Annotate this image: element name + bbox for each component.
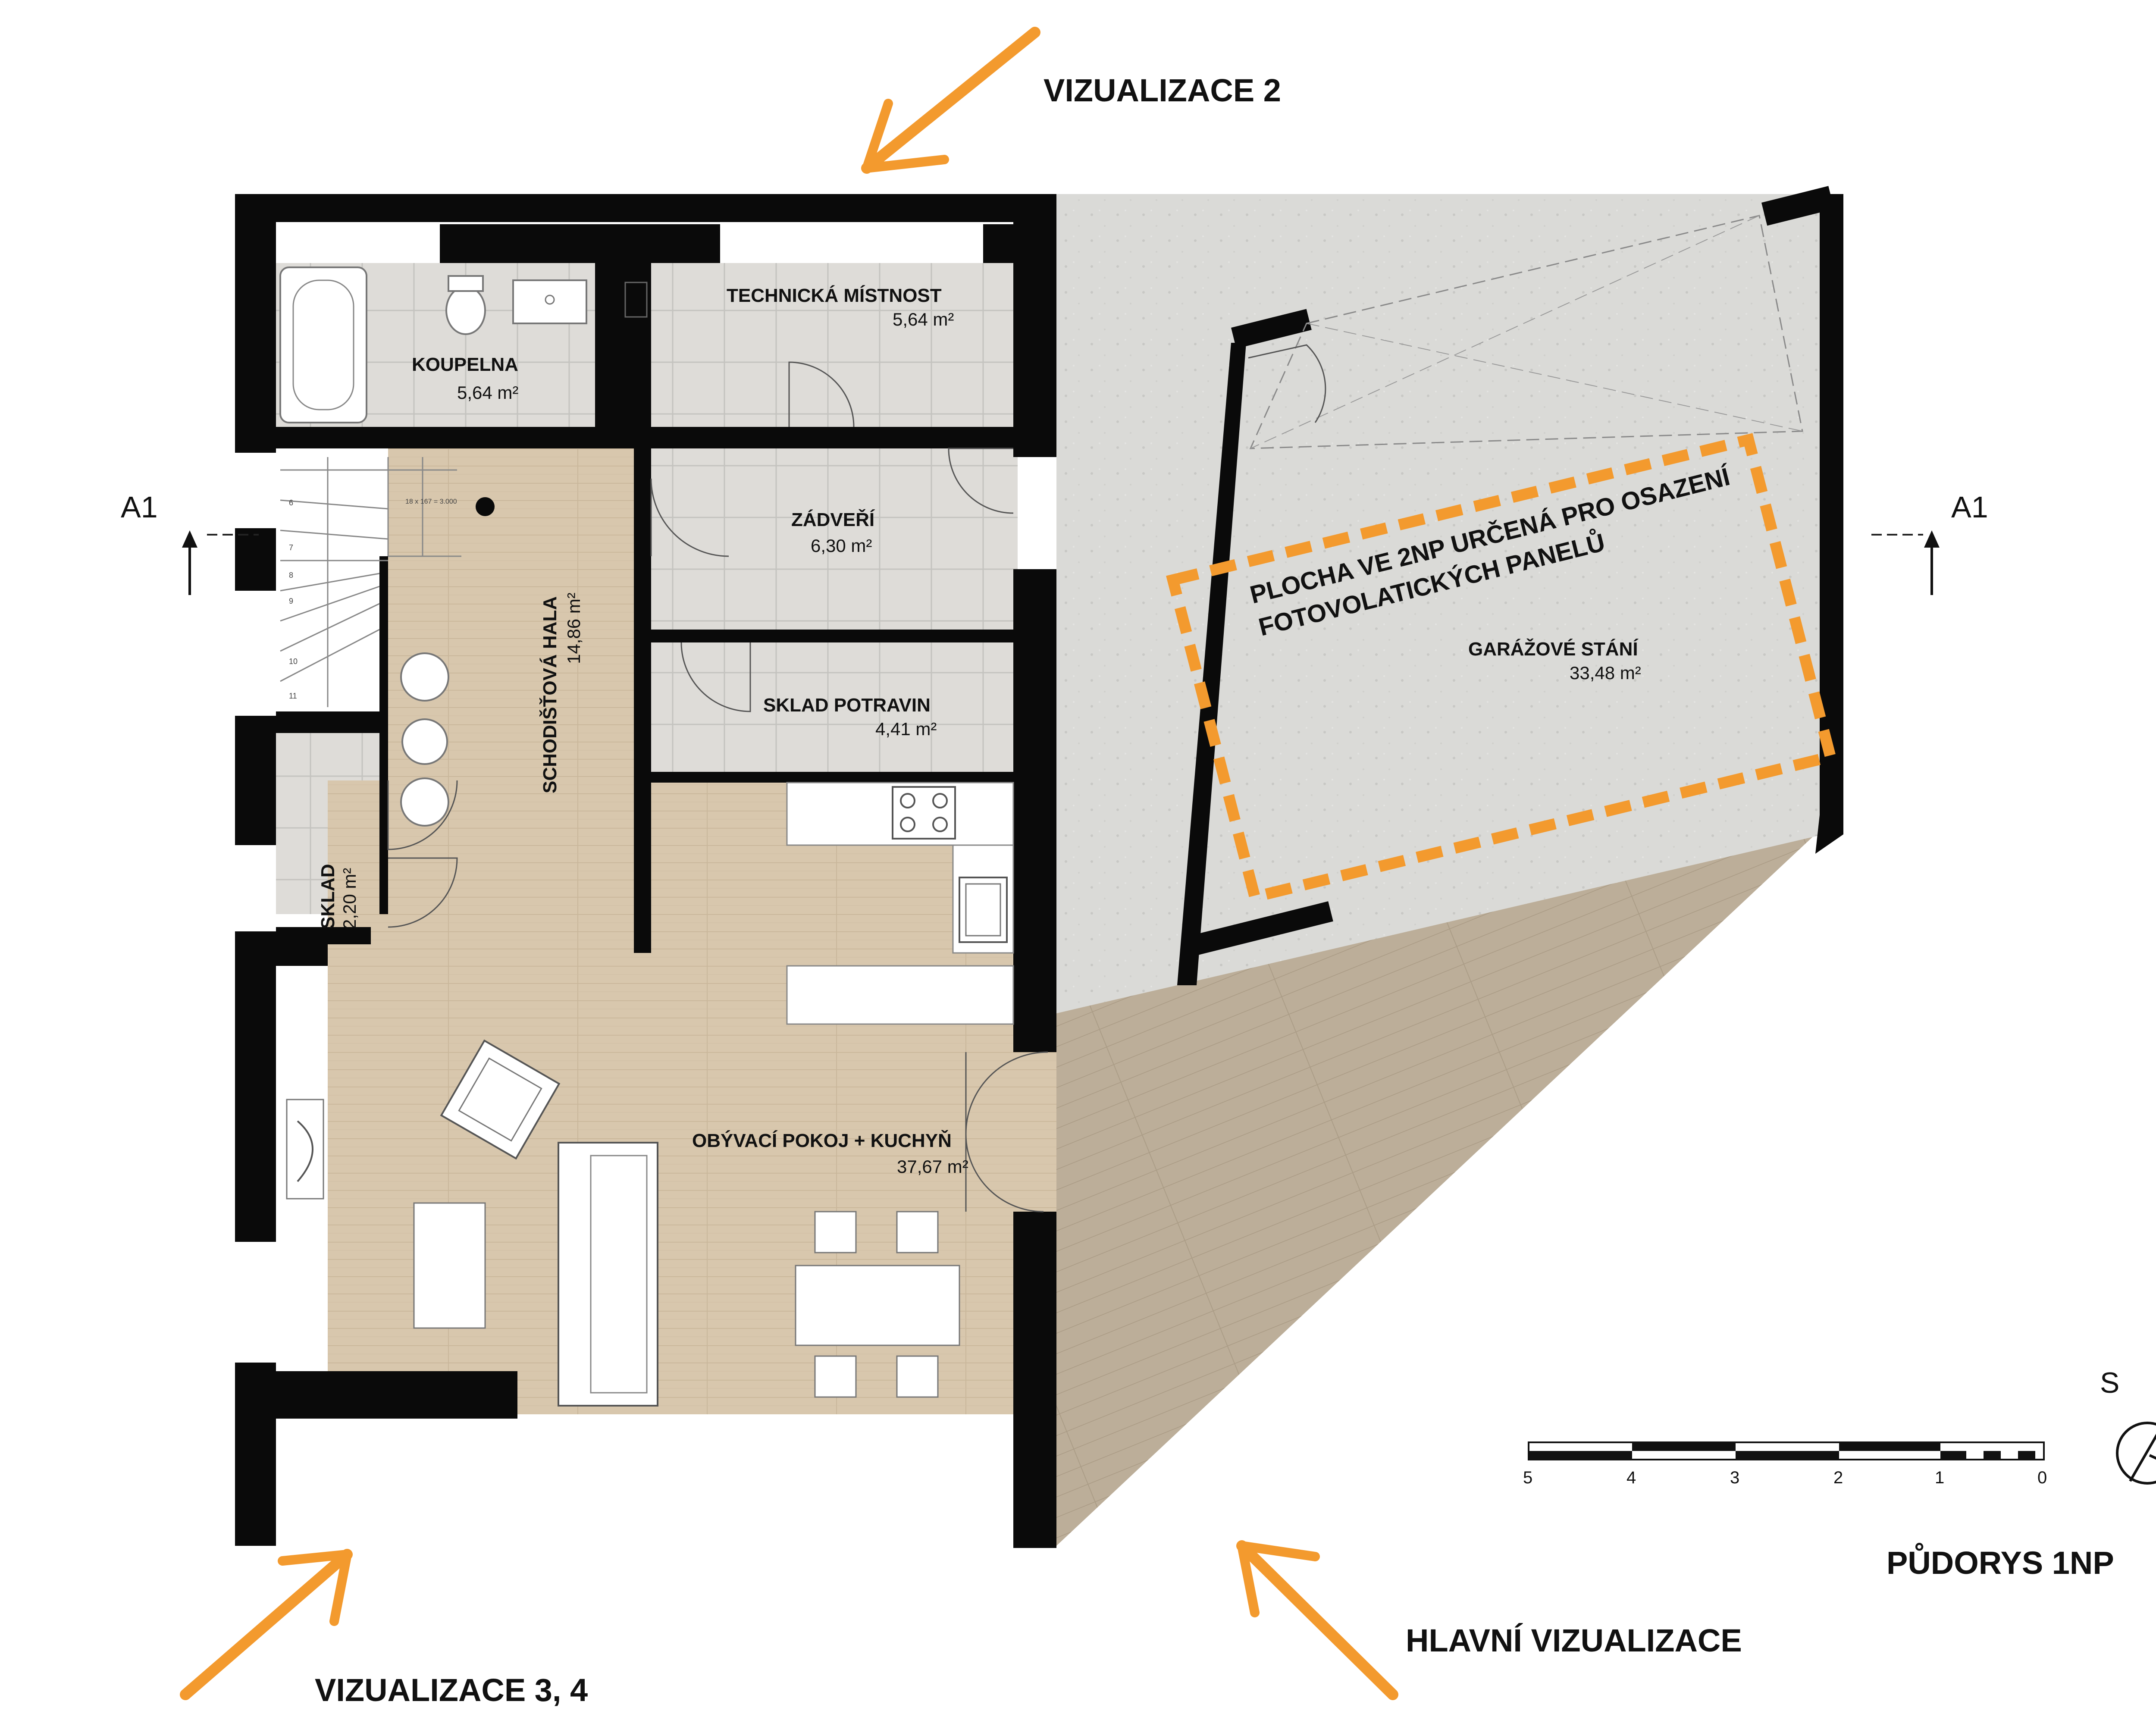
garage-door-outline: [1249, 215, 1803, 449]
garage-floor: [1056, 194, 1824, 1013]
house-walls: [235, 194, 1056, 1548]
stair-step-numbers: 6 7 8 9 10 11: [289, 498, 298, 700]
north-arrow-icon: [2116, 1422, 2156, 1485]
toilet: [445, 286, 486, 335]
stair-start-dot: [476, 497, 495, 516]
svg-text:8: 8: [289, 571, 293, 580]
door-swings: [387, 361, 1048, 1213]
svg-text:1: 1: [1935, 1468, 1944, 1487]
svg-text:6: 6: [289, 498, 293, 507]
stool-1: [400, 652, 449, 702]
svg-text:9: 9: [289, 597, 293, 605]
plan-title: PŮDORYS 1NP: [1887, 1543, 2114, 1581]
svg-text:5: 5: [1523, 1468, 1532, 1487]
garage-area: 33,48 m²: [1570, 663, 1641, 683]
kitchen-island: [786, 965, 1014, 1025]
washbasin: [512, 279, 587, 324]
pantry-name: SKLAD POTRAVIN: [763, 695, 931, 716]
entry-name: ZÁDVEŘÍ: [791, 509, 875, 530]
dining-chair-1: [814, 1211, 857, 1253]
garage-wall-top-left: [1231, 309, 1312, 349]
stair-hall-name: SCHODIŠŤOVÁ HALA: [539, 596, 561, 793]
bathtub: [279, 266, 367, 423]
fireplace: [286, 1099, 324, 1200]
view-label-v34: VIZUALIZACE 3, 4: [315, 1672, 588, 1708]
scale-numbers: 5 4 3 2 1 0: [1523, 1468, 2047, 1487]
sofa: [558, 1142, 658, 1407]
north-letter: S: [2100, 1366, 2119, 1399]
garage-wall-left: [1177, 343, 1246, 985]
technical-floor: [651, 263, 1018, 427]
garage-wall-right: [1820, 194, 1843, 832]
dining-table: [795, 1265, 960, 1346]
storage-name: SKLAD: [317, 864, 338, 929]
dining-chair-3: [814, 1355, 857, 1398]
pv-area-outline: [1166, 433, 1837, 904]
coffee-table: [413, 1202, 486, 1329]
svg-text:3: 3: [1730, 1468, 1739, 1487]
scale-bar: [1528, 1441, 2045, 1460]
svg-text:2: 2: [1833, 1468, 1843, 1487]
view-arrow-main: [1236, 1540, 1398, 1700]
stool-2: [401, 718, 448, 765]
living-name: OBÝVACÍ POKOJ + KUCHYŇ: [692, 1130, 952, 1151]
garage-wall-corner: [1815, 815, 1843, 854]
storage-area: 2,20 m²: [339, 868, 360, 929]
pantry-area: 4,41 m²: [875, 719, 937, 739]
svg-text:11: 11: [289, 692, 297, 700]
dining-chair-2: [896, 1211, 939, 1253]
stool-3: [400, 777, 449, 827]
pantry-floor: [651, 642, 1018, 772]
entry-area: 6,30 m²: [811, 536, 872, 556]
section-label-right: A1: [1951, 490, 1988, 524]
technical-name: TECHNICKÁ MÍSTNOST: [727, 285, 942, 306]
garage-wall-top-right: [1761, 186, 1834, 226]
terrace-deck: [1056, 834, 1815, 1546]
garage-door-swing: [1248, 344, 1326, 423]
garage-name: GARÁŽOVÉ STÁNÍ: [1468, 638, 1639, 660]
bathroom-name: KOUPELNA: [412, 354, 518, 375]
svg-text:4: 4: [1626, 1468, 1636, 1487]
armchair: [440, 1039, 561, 1160]
staircase: [280, 457, 461, 707]
technical-area: 5,64 m²: [893, 309, 954, 329]
svg-text:10: 10: [289, 657, 298, 666]
view-arrow-v34: [180, 1549, 353, 1700]
svg-text:7: 7: [289, 543, 293, 552]
svg-text:0: 0: [2037, 1468, 2047, 1487]
stair-hall-area: 14,86 m²: [564, 592, 584, 664]
stair-note: 18 x 167 = 3.000: [405, 498, 457, 505]
garage-wall-bottom-left: [1190, 901, 1333, 956]
view-label-v2: VIZUALIZACE 2: [1044, 72, 1281, 108]
view-label-main: HLAVNÍ VIZUALIZACE: [1406, 1623, 1742, 1658]
kitchen-sink: [959, 877, 1008, 943]
bathroom-area: 5,64 m²: [457, 382, 518, 403]
living-area: 37,67 m²: [897, 1156, 968, 1177]
dining-chair-4: [896, 1355, 939, 1398]
cooktop: [892, 786, 956, 840]
section-label-left: A1: [121, 490, 158, 524]
view-arrow-v2: [861, 27, 1040, 174]
